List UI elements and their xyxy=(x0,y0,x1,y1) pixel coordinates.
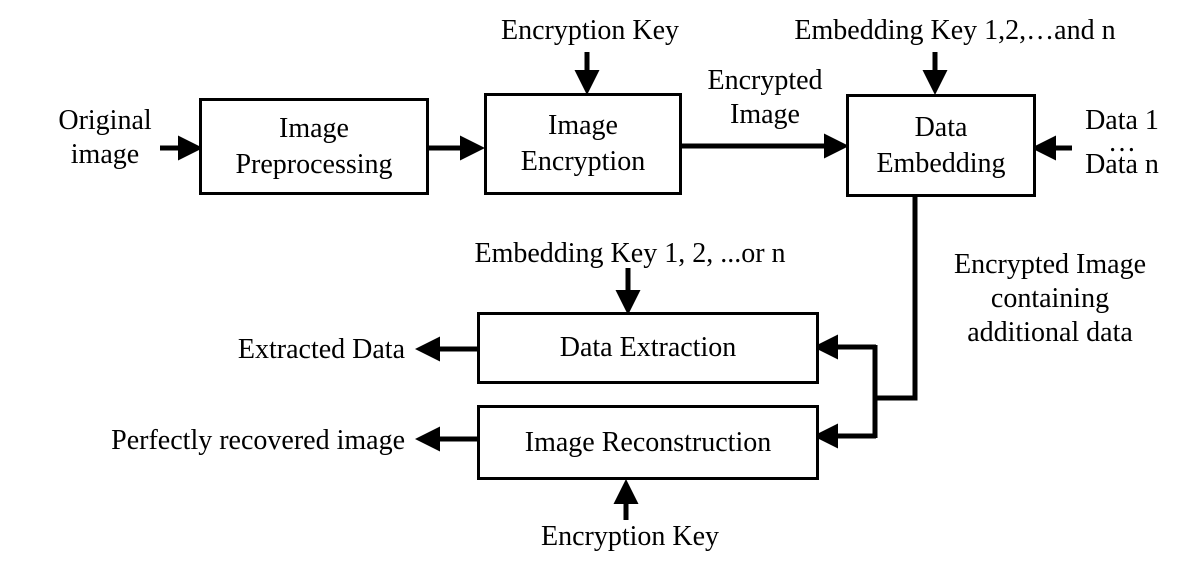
label-encrypted-with-data-line1: Encrypted Image xyxy=(953,249,1147,280)
label-recovered-image: Perfectly recovered image xyxy=(111,425,405,456)
box-image-preprocessing: Image Preprocessing xyxy=(199,98,429,195)
label-encrypted-with-data: Encrypted Image containing additional da… xyxy=(925,248,1175,350)
box-image-encryption-line1: Image xyxy=(548,110,618,141)
box-image-encryption-line2: Encryption xyxy=(520,146,646,177)
label-encrypted-image-line2: Image xyxy=(730,99,800,130)
box-data-embedding: Data Embedding xyxy=(846,94,1036,197)
label-encrypted-image-line1: Encrypted xyxy=(707,65,823,96)
box-image-reconstruction-label: Image Reconstruction xyxy=(524,426,772,458)
label-encryption-key-top: Encryption Key xyxy=(500,15,680,46)
label-original-image-line1: Original xyxy=(58,105,152,136)
label-encryption-key-bottom: Encryption Key xyxy=(540,521,720,552)
label-extracted-data: Extracted Data xyxy=(237,334,405,365)
label-data-1: Data 1 xyxy=(1085,105,1159,136)
box-data-extraction-label: Data Extraction xyxy=(559,332,737,363)
box-image-preprocessing-line1: Image xyxy=(279,112,349,144)
label-encrypted-with-data-line2: containing xyxy=(990,283,1110,314)
box-image-preprocessing-line2: Preprocessing xyxy=(235,148,393,180)
label-data-dots: … xyxy=(1108,127,1136,158)
label-embedding-keys-top: Embedding Key 1,2,…and n xyxy=(794,15,1116,46)
box-image-reconstruction: Image Reconstruction xyxy=(477,405,819,480)
label-encrypted-with-data-line3: additional data xyxy=(967,317,1133,348)
box-image-encryption: Image Encryption xyxy=(484,93,682,195)
box-data-embedding-line2: Embedding xyxy=(876,147,1006,179)
label-original-image-line2: image xyxy=(70,139,140,170)
box-data-embedding-line1: Data xyxy=(914,111,968,143)
label-original-image: Original image xyxy=(40,104,170,172)
box-data-extraction: Data Extraction xyxy=(477,312,819,384)
line-embedding-output xyxy=(875,196,918,401)
label-encrypted-image: Encrypted Image xyxy=(680,64,850,132)
label-data-inputs: Data 1 … Data n xyxy=(1066,105,1178,180)
label-embedding-key-any: Embedding Key 1, 2, ...or n xyxy=(474,238,786,269)
label-data-n: Data n xyxy=(1085,149,1159,180)
